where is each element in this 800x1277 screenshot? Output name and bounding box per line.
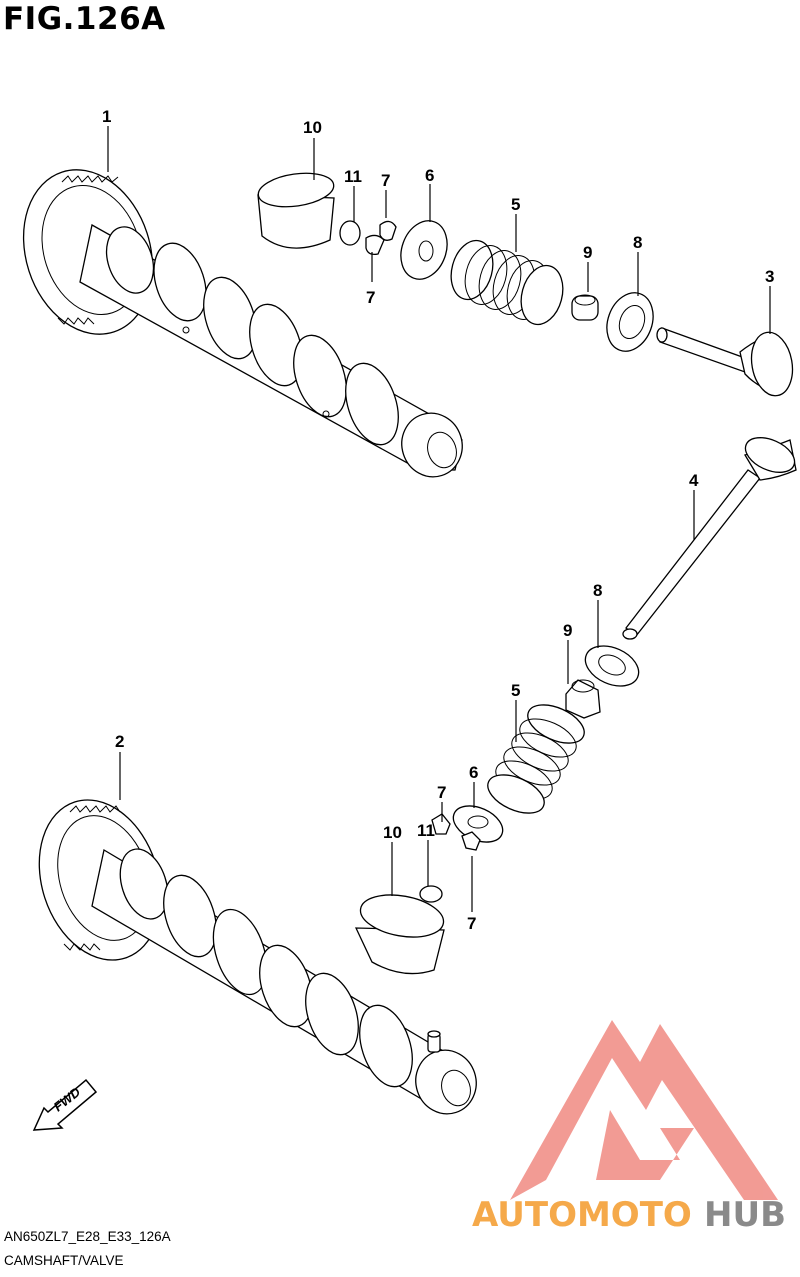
leader-lines xyxy=(107,126,771,912)
watermark-text-gray: HUB xyxy=(704,1195,786,1235)
watermark-logo xyxy=(510,1020,778,1200)
valve-spring-upper xyxy=(450,239,564,326)
watermark-text-orange: AUTOMOTO xyxy=(472,1195,692,1235)
callout-6-lower: 6 xyxy=(469,763,478,782)
callout-11-upper: 11 xyxy=(344,167,362,186)
valve-shim-upper xyxy=(339,220,361,246)
spring-retainer-upper xyxy=(606,292,654,352)
valve-cotter-upper-b xyxy=(365,234,385,256)
forward-direction-arrow: FWD xyxy=(32,1078,98,1131)
valve-tappet-upper xyxy=(257,172,335,249)
callout-8-lower: 8 xyxy=(593,581,602,600)
camshaft-exhaust xyxy=(38,799,477,1115)
figure-title: FIG.126A xyxy=(3,1,166,37)
callout-numbers: 1 10 11 7 6 5 9 8 3 7 4 8 9 5 2 6 7 10 1… xyxy=(102,107,774,933)
callout-1: 1 xyxy=(102,107,111,126)
callout-11-lower: 11 xyxy=(417,821,435,840)
valve-shim-lower xyxy=(419,885,443,903)
callout-6-upper: 6 xyxy=(425,166,434,185)
callout-5-upper: 5 xyxy=(511,195,520,214)
callout-9-upper: 9 xyxy=(583,243,592,262)
spring-seat-upper xyxy=(400,220,448,280)
intake-valve xyxy=(622,437,797,640)
callout-9-lower: 9 xyxy=(563,621,572,640)
callout-5-lower: 5 xyxy=(511,681,520,700)
spring-retainer-lower xyxy=(584,645,640,687)
callout-4: 4 xyxy=(689,471,699,490)
callout-8-upper: 8 xyxy=(633,233,642,252)
valve-cotter-upper-a xyxy=(379,220,397,241)
callout-2: 2 xyxy=(115,732,124,751)
valve-tappet-lower xyxy=(354,894,445,975)
valve-stem-seal-upper xyxy=(571,294,599,321)
spring-seat-lower xyxy=(452,805,504,843)
valve-stem-seal-lower xyxy=(565,679,601,719)
callout-7-lower-b: 7 xyxy=(467,914,476,933)
valve-spring-lower xyxy=(487,704,585,814)
camshaft-intake xyxy=(22,169,463,478)
callout-10-upper: 10 xyxy=(303,118,322,137)
callout-7-upper-a: 7 xyxy=(381,171,390,190)
valve-cotter-lower-b xyxy=(461,831,481,851)
callout-10-lower: 10 xyxy=(383,823,402,842)
callout-3: 3 xyxy=(765,267,774,286)
callout-7-lower-a: 7 xyxy=(437,783,446,802)
figure-name: CAMSHAFT/VALVE xyxy=(4,1253,124,1268)
exhaust-valve xyxy=(656,327,794,397)
valve-cotter-lower-a xyxy=(431,813,451,835)
callout-7-upper-b: 7 xyxy=(366,288,375,307)
figure-code: AN650ZL7_E28_E33_126A xyxy=(4,1229,171,1244)
